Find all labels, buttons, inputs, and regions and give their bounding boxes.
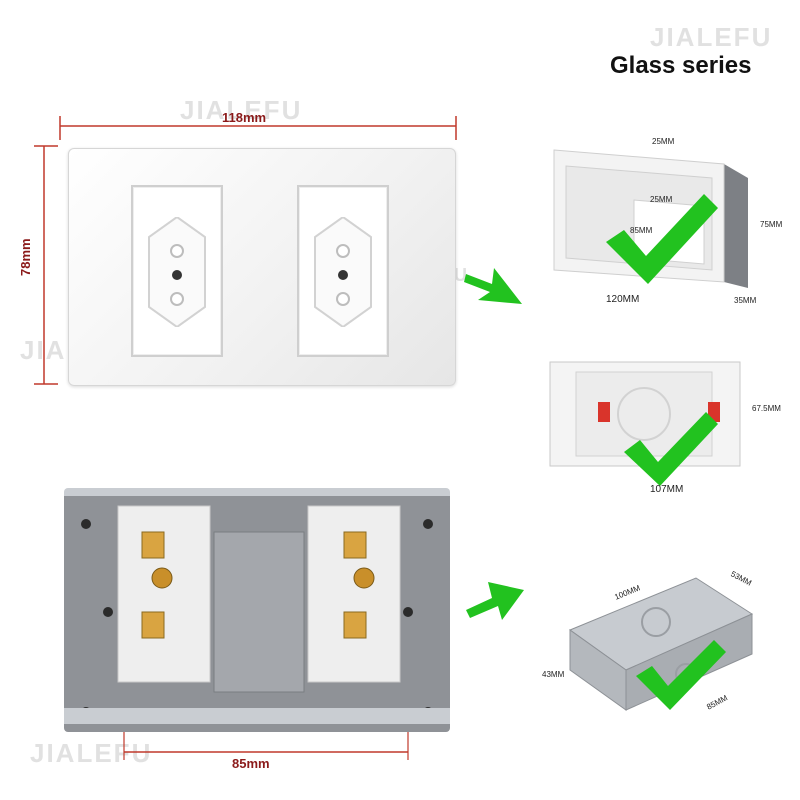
watermark: JIALEFU — [30, 738, 153, 768]
box1-width-dimension: 120MM — [606, 294, 640, 305]
box1-top-dimension: 25MM — [652, 137, 675, 146]
box1-inner-dimension: 25MM — [650, 195, 673, 204]
watermark: JIALEFU — [650, 22, 773, 52]
green-checkmark-icon — [624, 412, 718, 486]
green-arrow-icon — [464, 268, 522, 304]
socket-right — [297, 185, 389, 357]
box1-depth-dimension: 35MM — [734, 296, 757, 305]
box2-height-dimension: 67.5MM — [752, 404, 781, 413]
socket-plate-back — [64, 488, 450, 732]
mounting-box-glass — [548, 144, 754, 296]
socket-plate-front — [68, 148, 456, 386]
green-checkmark-icon — [636, 640, 726, 710]
green-arrow-icon — [466, 582, 524, 620]
series-title: Glass series — [610, 52, 752, 79]
socket-left — [131, 185, 223, 357]
box1-diagonal-dimension: 85MM — [630, 226, 653, 235]
outlet-face-icon — [148, 217, 206, 327]
hole-spacing-label: 85mm — [232, 756, 270, 771]
outlet-face-icon — [314, 217, 372, 327]
green-checkmark-icon — [606, 194, 718, 284]
box3-height-dimension: 43MM — [542, 670, 565, 679]
plate-height-label: 78mm — [18, 238, 33, 276]
plate-width-label: 118mm — [222, 110, 267, 125]
socket-back-illustration — [64, 505, 450, 724]
box-illustration — [553, 149, 748, 288]
box2-width-dimension: 107MM — [650, 484, 684, 495]
watermark: JIALEFU — [180, 95, 303, 125]
box1-height-dimension: 75MM — [760, 220, 783, 229]
